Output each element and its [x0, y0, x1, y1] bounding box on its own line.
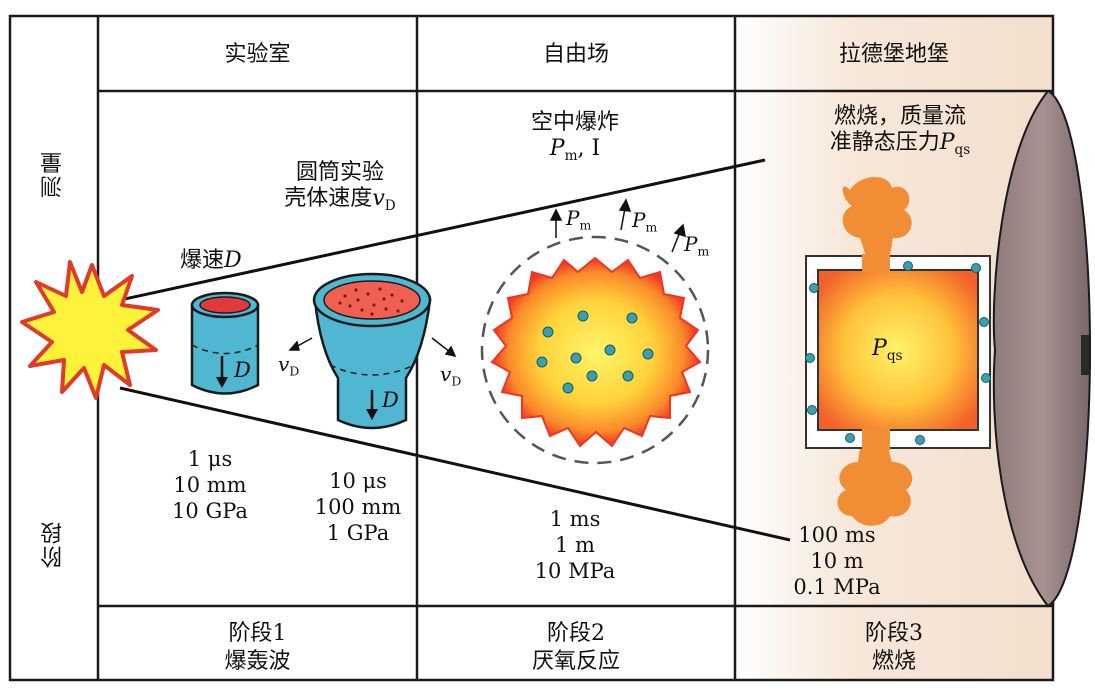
- funnel-lower-line: [119, 386, 791, 542]
- footer-phase2: 阶段2 厌氧反应: [417, 620, 735, 676]
- scale-stage3: 100 ms 10 m 0.1 MPa: [772, 522, 902, 600]
- scale-s4-length: 10 m: [810, 549, 864, 573]
- funnel-upper-line: [119, 158, 766, 302]
- footer-phase3-title: 阶段3: [865, 621, 923, 646]
- scale-stage1b: 10 μs 100 mm 1 GPa: [298, 468, 418, 546]
- pm-label-3: Pm: [684, 232, 710, 259]
- vd-label-left: vD: [278, 352, 300, 379]
- combustion-line1: 燃烧，质量流: [833, 104, 966, 129]
- footer-phase1: 阶段1 爆轰波: [98, 620, 417, 676]
- table-grid: [8, 14, 1055, 682]
- detonation-velocity-label: 爆速D: [180, 248, 242, 273]
- fireball: [490, 256, 702, 448]
- combustion-label: 燃烧，质量流 准静态压力Pqs: [780, 104, 1020, 159]
- pm-label-1: Pm: [566, 206, 592, 233]
- footer-phase2-title: 阶段2: [547, 621, 605, 646]
- footer-phase1-title: 阶段1: [228, 621, 287, 646]
- bunker-drum: [992, 89, 1092, 608]
- air-blast-line2: Pm, I: [549, 136, 601, 165]
- fireball-particles: [536, 310, 654, 394]
- scale-s3-time: 1 ms: [549, 507, 601, 531]
- pressure-arrows: [549, 198, 686, 253]
- air-blast-label: 空中爆炸 Pm, I: [470, 110, 680, 165]
- footer-phase2-name: 厌氧反应: [531, 649, 620, 674]
- d-label-expanding-cylinder: D: [382, 388, 399, 412]
- header-lab: 实验室: [224, 42, 291, 67]
- scale-s2-length: 100 mm: [314, 495, 402, 519]
- scale-s2-time: 10 μs: [329, 469, 387, 493]
- scale-s4-time: 100 ms: [798, 523, 876, 547]
- side-label-measure: 测量: [41, 150, 66, 198]
- footer-phase1-name: 爆轰波: [224, 649, 291, 674]
- scale-stage2: 1 ms 1 m 10 MPa: [515, 506, 635, 584]
- scale-s2-pressure: 1 GPa: [326, 521, 390, 545]
- shock-front-circle: [480, 235, 710, 465]
- down-arrow-icon: [216, 377, 228, 388]
- velocity-arrows: [288, 337, 457, 358]
- cylinder-test-line2: 壳体速度vD: [284, 186, 396, 215]
- footer-phase3: 阶段3 燃烧: [735, 620, 1053, 676]
- plume-top: [842, 176, 912, 256]
- combustion-line2: 准静态压力Pqs: [829, 130, 971, 159]
- header-free-field: 自由场: [542, 42, 609, 67]
- expanding-cylinder: [312, 272, 432, 430]
- pqs-box-label: Pqs: [872, 336, 903, 364]
- side-label-stage: 阶段: [41, 520, 66, 568]
- d-label-small-cylinder: D: [234, 358, 251, 382]
- footer-phase3-name: 燃烧: [871, 649, 916, 674]
- pm-label-2: Pm: [632, 208, 658, 235]
- vd-label-right: vD: [440, 362, 462, 389]
- cylinder-test-label: 圆筒实验 壳体速度vD: [240, 160, 440, 215]
- bunker-box: [805, 176, 991, 526]
- scale-s4-pressure: 0.1 MPa: [793, 575, 881, 599]
- small-cylinder: [190, 291, 260, 395]
- down-arrow-icon: [366, 409, 378, 420]
- scale-stage1a: 1 μs 10 mm 10 GPa: [160, 446, 260, 524]
- header-bunker: 拉德堡地堡: [838, 42, 949, 67]
- air-blast-line1: 空中爆炸: [530, 110, 619, 135]
- scale-s1-length: 10 mm: [173, 473, 247, 497]
- scale-s3-pressure: 10 MPa: [534, 559, 616, 583]
- scale-s1-time: 1 μs: [187, 447, 233, 471]
- scale-s1-pressure: 10 GPa: [172, 499, 248, 523]
- plume-bottom: [837, 448, 913, 526]
- scale-s3-length: 1 m: [555, 533, 595, 557]
- explosion-star-icon: [20, 260, 160, 400]
- cylinder-test-line1: 圆筒实验: [295, 160, 384, 185]
